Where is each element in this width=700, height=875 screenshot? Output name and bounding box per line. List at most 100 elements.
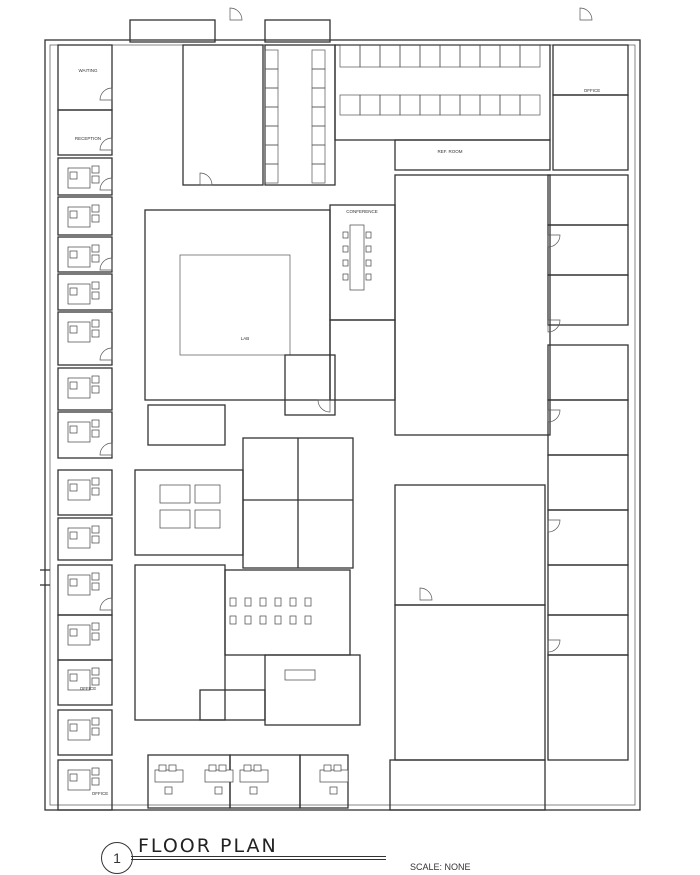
door-swing: [547, 409, 561, 423]
chair: [208, 764, 217, 772]
door-swing: [317, 399, 331, 413]
copy-room: [329, 319, 396, 401]
chair: [69, 673, 78, 682]
room-labels: WAITING RECEPTION LAB CONFERENCE REF. RO…: [75, 68, 600, 796]
office-room: [547, 399, 629, 456]
room-label-office-2: OFFICE: [92, 791, 109, 796]
room-label-reception: RECEPTION: [75, 136, 101, 141]
chair: [91, 244, 100, 253]
cubicle: [264, 163, 279, 184]
chair: [365, 273, 372, 281]
restroom-area: [224, 569, 351, 656]
chair: [69, 628, 78, 637]
drawing-title: FLOOR PLAN: [138, 835, 278, 857]
cubicle: [399, 94, 421, 116]
chair: [158, 764, 167, 772]
furniture: [67, 44, 541, 795]
cubicle: [519, 44, 541, 68]
workroom: [134, 564, 226, 721]
office-room: [57, 659, 113, 706]
chair: [342, 231, 349, 239]
entry-vestibule: [264, 19, 331, 43]
chair: [69, 723, 78, 732]
cubicle: [264, 106, 279, 127]
cubicle: [311, 163, 326, 184]
cubicle: [264, 87, 279, 108]
chair: [91, 777, 100, 786]
chair: [69, 287, 78, 296]
cubicle-area: [334, 44, 551, 141]
office-room: [57, 109, 113, 156]
workstation: [194, 509, 221, 529]
door-swing: [99, 442, 113, 456]
chair: [365, 245, 372, 253]
chair: [333, 764, 342, 772]
workstation-area: [134, 469, 244, 556]
conference-table: [284, 669, 316, 681]
door-swing: [547, 319, 561, 333]
office-room: [547, 614, 629, 656]
door-swing: [199, 172, 213, 186]
cubicle: [359, 44, 381, 68]
chair: [249, 786, 258, 795]
office-room: [57, 759, 113, 811]
chair: [91, 632, 100, 641]
chair: [91, 214, 100, 223]
sink: [274, 615, 282, 625]
sink: [289, 615, 297, 625]
cubicle: [311, 87, 326, 108]
cubicle: [479, 94, 501, 116]
cubicle: [339, 94, 361, 116]
open-office-3: [394, 604, 546, 761]
ref-room: [394, 139, 551, 171]
door-swing: [419, 587, 433, 601]
lab-room: [144, 209, 331, 401]
chair: [91, 429, 100, 438]
office-room: [57, 311, 113, 366]
cubicle: [264, 144, 279, 165]
door-swing: [99, 137, 113, 151]
door-swing: [547, 519, 561, 533]
cubicle: [264, 125, 279, 146]
chair: [342, 273, 349, 281]
sink: [229, 615, 237, 625]
cubicle: [311, 49, 326, 70]
toilet: [304, 597, 312, 607]
chair: [329, 786, 338, 795]
chair: [91, 319, 100, 328]
chair: [91, 329, 100, 338]
sink: [244, 615, 252, 625]
chair: [69, 578, 78, 587]
chair: [91, 535, 100, 544]
cubicle: [311, 125, 326, 146]
cubicle: [439, 44, 461, 68]
chair: [91, 582, 100, 591]
office-room: [57, 517, 113, 561]
office-room: [547, 654, 629, 761]
open-office-4: [389, 759, 546, 811]
chair: [218, 764, 227, 772]
conference-room-2: [264, 654, 361, 726]
cubicle: [311, 68, 326, 89]
office-room: [57, 709, 113, 756]
chair: [365, 259, 372, 267]
cubicle: [479, 44, 501, 68]
chair: [91, 254, 100, 263]
chair: [91, 767, 100, 776]
office-room: [547, 454, 629, 511]
desk: [204, 769, 234, 783]
office-room: [552, 94, 629, 171]
title-underline: [131, 856, 386, 857]
desk: [239, 769, 269, 783]
cubicle: [359, 94, 381, 116]
toilet: [259, 597, 267, 607]
office-room: [57, 273, 113, 311]
room-label-office-3: OFFICE: [584, 88, 601, 93]
toilet: [274, 597, 282, 607]
cubicle: [419, 94, 441, 116]
toilet: [244, 597, 252, 607]
room-label-lab: LAB: [241, 336, 250, 341]
cubicle: [459, 94, 481, 116]
toilet: [289, 597, 297, 607]
